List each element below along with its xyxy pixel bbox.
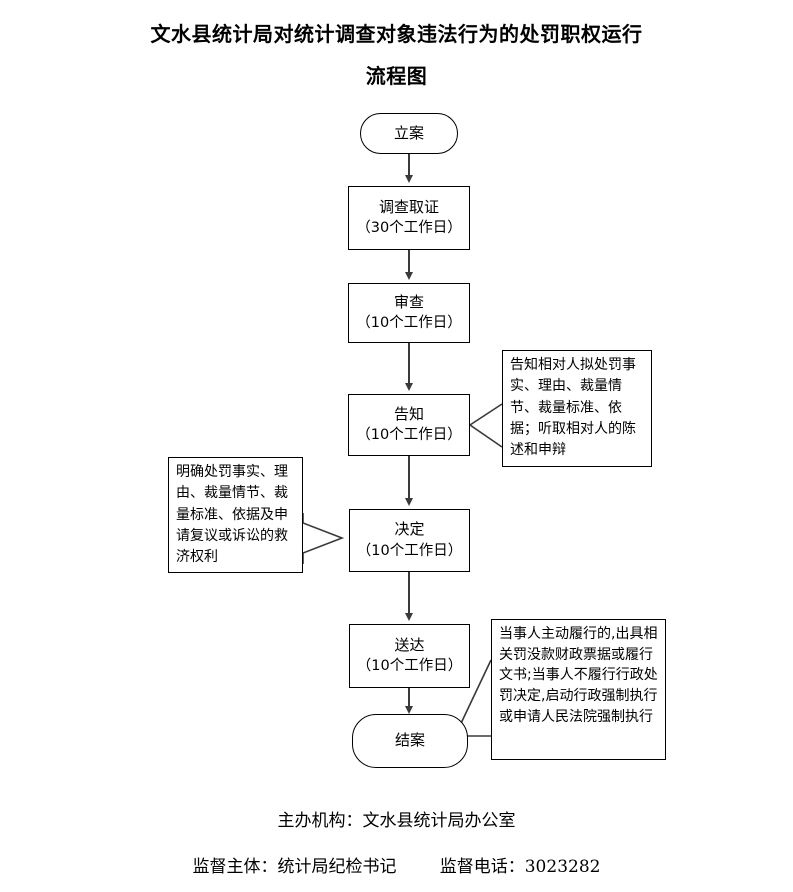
node-start[interactable]: 立案 (360, 113, 458, 154)
node-investigate[interactable]: 调查取证 （30个工作日） (348, 186, 470, 250)
callout-tail-notify-note (468, 403, 503, 448)
node-decide[interactable]: 决定 （10个工作日） (349, 509, 470, 572)
node-review-duration: （10个工作日） (356, 315, 462, 332)
node-investigate-label: 调查取证 (378, 197, 439, 216)
page-title-line-2: 流程图 (365, 64, 428, 88)
page-title-line-1: 文水县统计局对统计调查对象违法行为的处罚职权运行 (150, 22, 643, 46)
node-notify-duration: （10个工作日） (356, 427, 462, 444)
node-deliver-duration: （10个工作日） (356, 658, 463, 675)
node-review-label: 审查 (393, 292, 424, 311)
callout-tail-decide-note (302, 513, 345, 564)
node-close[interactable]: 结案 (352, 714, 468, 768)
note-close: 当事人主动履行的,出具相关罚没款财政票据或履行文书;当事人不履行行政处罚决定,启… (491, 619, 666, 760)
node-deliver-label: 送达 (394, 635, 425, 654)
node-review[interactable]: 审查 （10个工作日） (348, 283, 470, 343)
node-investigate-duration: （30个工作日） (356, 220, 462, 237)
node-notify[interactable]: 告知 （10个工作日） (348, 394, 470, 456)
node-deliver[interactable]: 送达 （10个工作日） (349, 624, 470, 688)
footer-supervision: 监督主体：统计局纪检书记 监督电话：3023282 (192, 857, 601, 877)
note-notify: 告知相对人拟处罚事实、理由、裁量情节、裁量标准、依据；听取相对人的陈述和申辩 (502, 350, 652, 467)
footer-organizer: 主办机构：文水县统计局办公室 (277, 811, 516, 831)
node-close-label: 结案 (394, 731, 425, 750)
node-notify-label: 告知 (393, 404, 424, 423)
node-decide-label: 决定 (394, 520, 425, 539)
node-decide-duration: （10个工作日） (356, 542, 463, 559)
node-start-label: 立案 (393, 123, 424, 142)
note-decide: 明确处罚事实、理由、裁量情节、裁量标准、依据及申请复议或诉讼的救济权利 (168, 457, 303, 573)
